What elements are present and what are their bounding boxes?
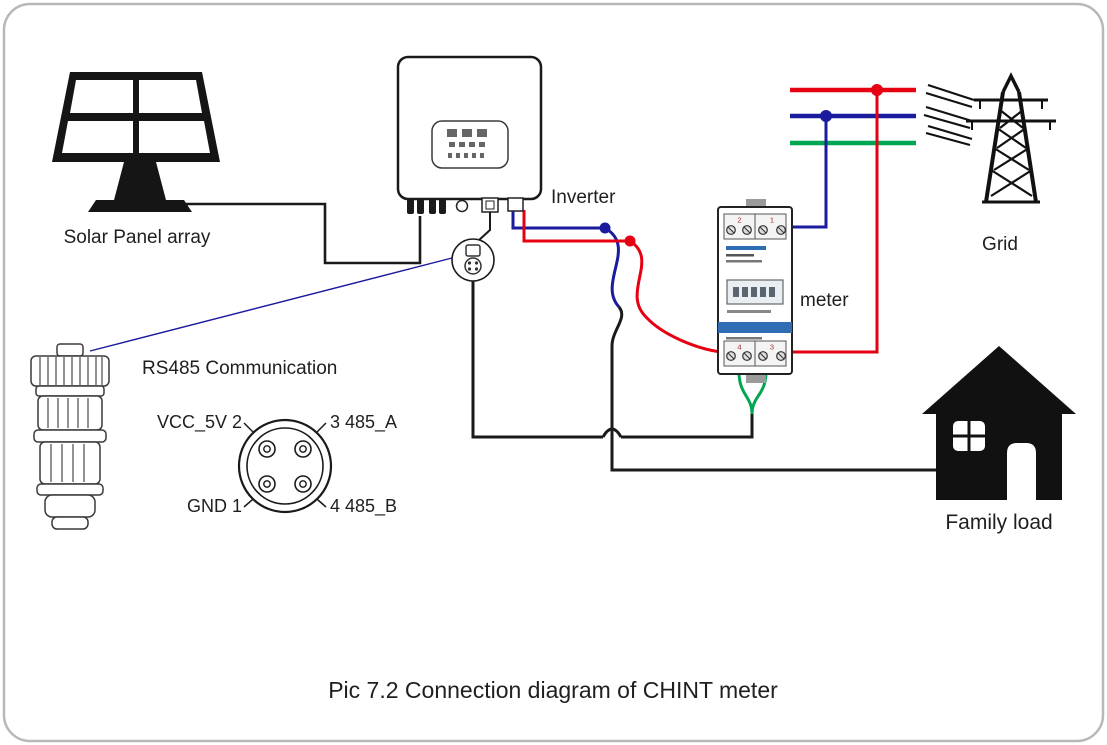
connector-nut (30, 355, 110, 387)
antenna-port-icon (455, 199, 469, 213)
rs485-connector-icon (30, 343, 110, 530)
inverter-ac-blue-wire (511, 210, 621, 309)
connector-lower-grips (50, 444, 85, 482)
family-load-wire (610, 306, 936, 472)
meter-terminal-number: 2 (737, 216, 741, 225)
panel-stand-base (88, 200, 192, 212)
meter-label: meter (800, 290, 849, 311)
blue-junction-dot (820, 110, 832, 122)
rs485-plug-callout (451, 212, 495, 282)
meter-top-tab (746, 199, 766, 210)
family-load-label: Family load (945, 511, 1052, 534)
plug-pins (467, 261, 479, 271)
pin2-label: VCC_5V 2 (157, 412, 242, 433)
inverter-ac-red-wire (522, 210, 732, 355)
meter-bottom-tab (746, 372, 766, 383)
pin1-label: GND 1 (187, 496, 242, 516)
meter-text-line (726, 337, 762, 340)
grid-label: Grid (982, 234, 1018, 255)
meter-blue-stripe (718, 322, 792, 333)
pinout-pins (258, 440, 312, 493)
red-meter-to-bus-wire (792, 90, 879, 354)
meter-terminal-number: 3 (770, 343, 774, 352)
panel-cell (70, 80, 133, 113)
rs485-port (481, 197, 499, 213)
connector-tip (56, 343, 84, 357)
pinout-outer-circle (237, 418, 333, 514)
meter-top-screws (726, 225, 786, 235)
ac-port (507, 197, 524, 212)
house-icon (922, 346, 1076, 500)
solar-to-inverter-wire (186, 202, 422, 265)
meter-brand-mark (726, 246, 766, 250)
pinout-inner-circle (246, 427, 324, 505)
plug-body (465, 244, 481, 257)
tower-lattice (990, 109, 1033, 197)
panel-cell (139, 121, 210, 153)
meter-text-line (727, 310, 771, 313)
mc4-connectors (407, 199, 446, 214)
red-junction-dot (871, 84, 883, 96)
meter-bottom-screws (726, 351, 786, 361)
rs485-callout-line (89, 257, 453, 352)
inverter-label: Inverter (551, 187, 616, 208)
connector-mid-ring (33, 429, 107, 443)
grid-tower-icon (923, 72, 1056, 204)
red-ac-junction-dot (624, 235, 636, 247)
diagram-caption: Pic 7.2 Connection diagram of CHINT mete… (328, 677, 778, 703)
meter-lcd-digits (733, 287, 775, 297)
rs485-port-inner (485, 200, 495, 210)
inverter-display-segments (447, 129, 487, 158)
connector-lower-body (39, 441, 101, 485)
connector-grip-lines (47, 398, 89, 428)
pin3-label: 3 485_A (330, 412, 397, 433)
inverter-icon (396, 55, 543, 214)
plug-stem-wire (477, 212, 491, 242)
plug-face (464, 257, 482, 275)
connector-tail (44, 494, 96, 518)
power-line-strokes (923, 83, 975, 147)
panel-cell (139, 80, 202, 113)
house-roof (922, 346, 1076, 414)
rs485-comm-wire (471, 281, 754, 439)
meter-icon: 2 1 4 3 (717, 199, 793, 383)
rs485-title: RS485 Communication (142, 358, 337, 379)
tower-peak (1001, 72, 1021, 93)
solar-panel-label: Solar Panel array (64, 227, 211, 248)
solar-panel-icon (52, 72, 220, 212)
tower-leg (1017, 91, 1038, 203)
blue-meter-to-bus-wire (786, 116, 828, 229)
meter-terminal-number: 4 (737, 343, 741, 352)
tower-insulators (971, 100, 1051, 130)
pin4-label: 4 485_B (330, 496, 397, 517)
connector-tail-end (51, 516, 89, 530)
meter-text-line (726, 254, 754, 257)
house-door (1007, 443, 1036, 500)
connector-lower-ring (36, 483, 104, 496)
panel-cell (62, 121, 133, 153)
panel-stand-neck (114, 162, 166, 200)
blue-ac-junction-dot (599, 222, 611, 234)
connector-nut-ridges (39, 357, 103, 385)
grid-bus-lines (790, 87, 916, 146)
rs485-pinout: VCC_5V 2 3 485_A GND 1 4 485_B (157, 412, 397, 517)
tower-leg (984, 91, 1005, 203)
connector-collar (35, 385, 105, 397)
meter-text-line (726, 260, 762, 263)
meter-terminal-number: 1 (770, 216, 774, 225)
